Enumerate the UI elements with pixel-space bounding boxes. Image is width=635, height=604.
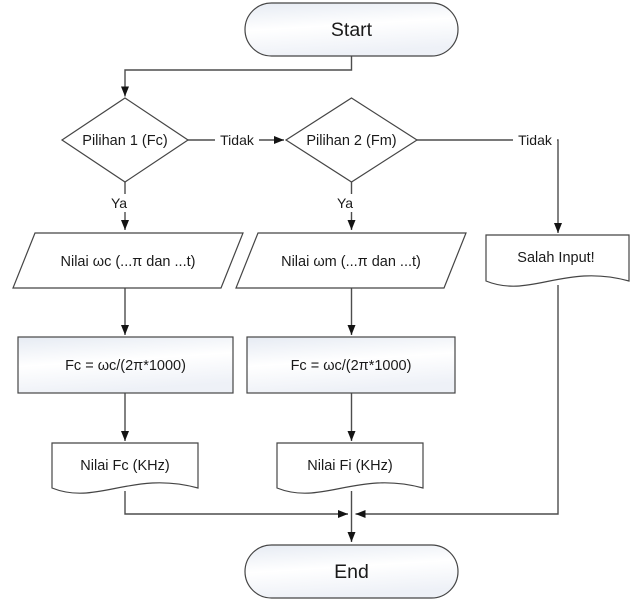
edge-label-tidak-2: Tidak [513,131,557,148]
doc-nilai-fi-shape [276,442,424,494]
node-decision-pilihan2: Pilihan 2 (Fm) [284,97,419,183]
node-process-fc-left: Fc = ωc/(2π*1000) [17,336,234,394]
edge-label-ya-1-bg [107,194,131,212]
process-fc-left-label: Fc = ωc/(2π*1000) [65,358,186,374]
decision-pilihan1-label: Pilihan 1 (Fc) [82,133,167,149]
edge-label-tidak-2-text: Tidak [518,132,553,148]
process-fc-right-shape [246,336,456,394]
start-shape [244,2,459,57]
decision-pilihan2-label: Pilihan 2 (Fm) [306,133,396,149]
doc-nilai-fc-shape [51,442,199,494]
doc-salah-input-label: Salah Input! [517,250,594,266]
doc-nilai-fc-label: Nilai Fc (KHz) [80,458,169,474]
decision-pilihan2-shape [284,97,419,183]
input-omega-m-shape [235,232,467,289]
doc-nilai-fi-label: Nilai Fi (KHz) [307,458,392,474]
connector-salah-input-to-merge [355,285,559,518]
node-input-omega-m: Nilai ωm (...π dan ...t) [235,232,467,289]
edge-label-ya-2-bg [333,194,357,212]
process-fc-right-label: Fc = ωc/(2π*1000) [291,358,412,374]
start-label: Start [331,19,373,41]
edge-label-tidak-1: Tidak [215,131,259,148]
edge-label-ya-1-text: Ya [111,195,127,211]
input-omega-c-label: Nilai ωc (...π dan ...t) [61,254,196,270]
node-doc-nilai-fc: Nilai Fc (KHz) [51,442,199,494]
process-fc-left-shape [17,336,234,394]
node-start: Start [244,2,459,57]
connector-doc-fc-to-merge [124,491,348,518]
edge-label-tidak-2-bg [513,131,557,148]
connector-pilihan2-to-salah-input [417,139,562,233]
edge-label-tidak-1-text: Tidak [220,132,255,148]
edge-label-ya-2: Ya [333,194,357,212]
input-omega-m-label: Nilai ωm (...π dan ...t) [281,254,421,270]
decision-pilihan1-shape [60,97,190,183]
end-label: End [334,561,369,583]
node-decision-pilihan1: Pilihan 1 (Fc) [60,97,190,183]
node-input-omega-c: Nilai ωc (...π dan ...t) [12,232,244,289]
edge-label-tidak-1-bg [215,131,259,148]
input-omega-c-shape [12,232,244,289]
connector-start-to-pilihan1 [121,56,353,97]
edge-label-ya-1: Ya [107,194,131,212]
end-shape [244,544,459,599]
edge-label-ya-2-text: Ya [337,195,353,211]
node-doc-salah-input: Salah Input! [485,234,630,287]
node-doc-nilai-fi: Nilai Fi (KHz) [276,442,424,494]
doc-salah-input-shape [485,234,630,287]
node-end: End [244,544,459,599]
node-process-fc-right: Fc = ωc/(2π*1000) [246,336,456,394]
